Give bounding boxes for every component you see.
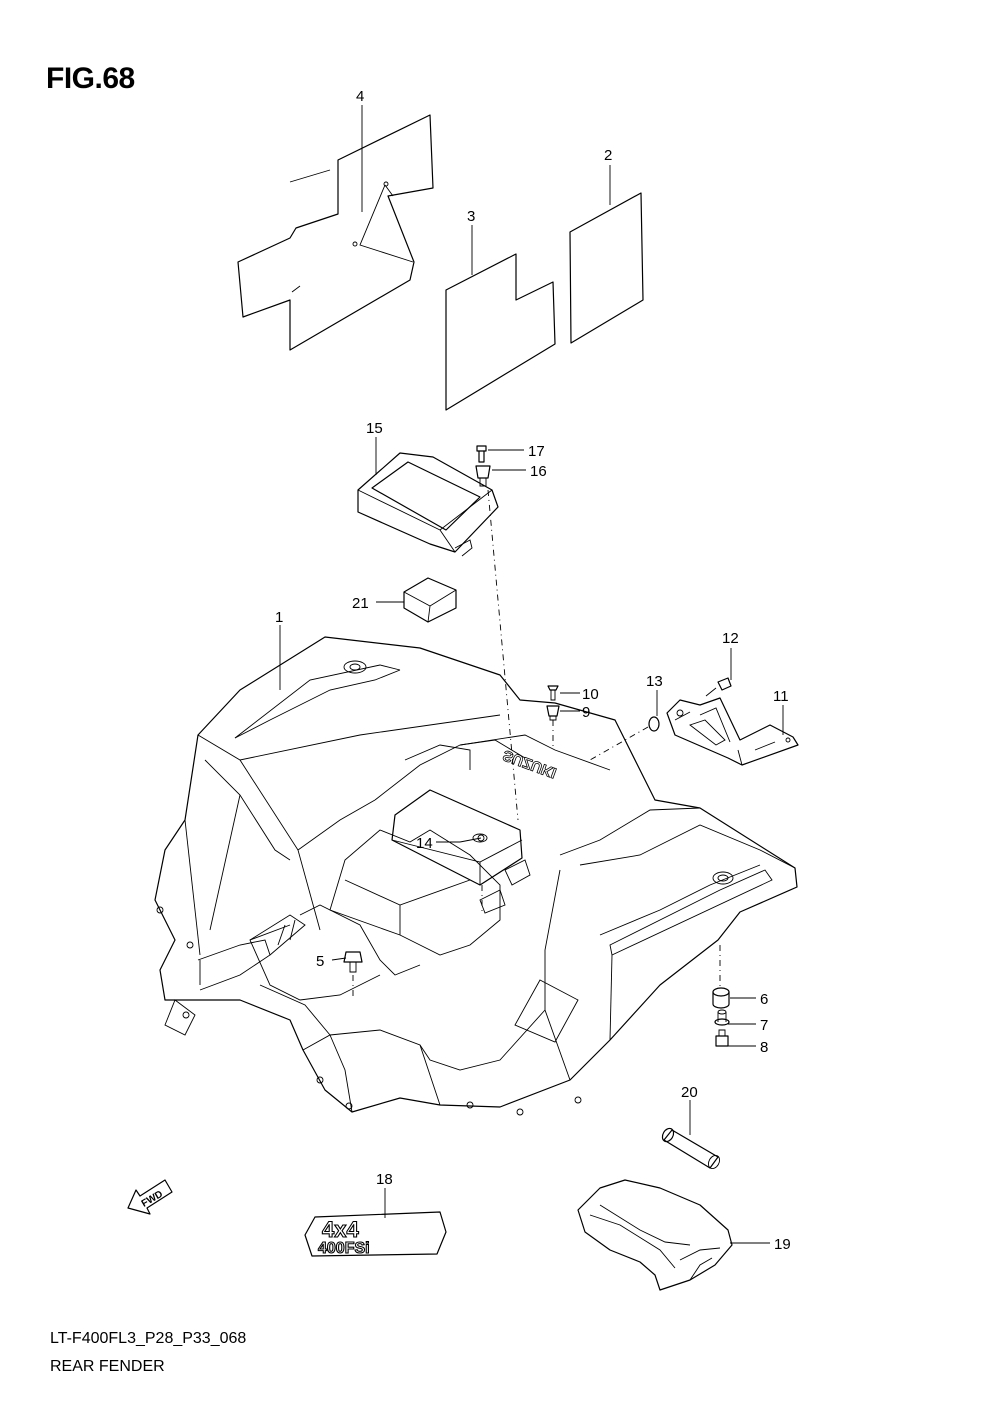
label-part-17: 17 (528, 443, 545, 460)
part-6-cushion (712, 987, 730, 1009)
part-10-screw (547, 685, 559, 701)
part-15-box-lid (357, 452, 499, 557)
part-12-screw (705, 677, 732, 697)
part-3-plate (445, 253, 556, 411)
label-part-10: 10 (582, 686, 599, 703)
label-part-14: 14 (416, 835, 433, 852)
part-18-4x4-decal: 4x4 400FSi (304, 1211, 447, 1258)
section-name: REAR FENDER (50, 1358, 165, 1375)
part-number-labels: 4 2 3 15 17 16 21 1 12 13 10 11 9 14 5 6… (275, 88, 791, 1253)
fender-brand-logo: SUZUKI (501, 746, 559, 781)
part-5-bolt (343, 951, 363, 973)
forward-direction-arrow: FWD (127, 1179, 173, 1215)
part-2-plate (569, 192, 644, 344)
part-4-side-cover-sheet (237, 114, 434, 351)
decal-4x4-top-text: 4x4 (322, 1217, 359, 1242)
label-part-8: 8 (760, 1039, 768, 1056)
label-part-4: 4 (356, 88, 364, 105)
part-17-screw (476, 445, 487, 463)
label-part-16: 16 (530, 463, 547, 480)
decal-4x4-bottom-text: 400FSi (318, 1240, 370, 1257)
part-1-rear-fender: SUZUKI (154, 636, 798, 1116)
part-11-bracket (666, 697, 799, 766)
label-part-7: 7 (760, 1017, 768, 1034)
model-code: LT-F400FL3_P28_P33_068 (50, 1330, 247, 1347)
part-14-fastener (477, 834, 485, 842)
part-16-grommet (475, 465, 491, 487)
label-part-18: 18 (376, 1171, 393, 1188)
leader-lines (279, 105, 784, 1244)
part-19-seat-cover (577, 1179, 733, 1291)
label-part-5: 5 (316, 953, 324, 970)
part-8-bolt (715, 1029, 729, 1047)
part-7-collar (714, 1009, 730, 1026)
part-20-tube (661, 1127, 721, 1170)
label-part-20: 20 (681, 1084, 698, 1101)
fwd-label: FWD (140, 1189, 165, 1210)
label-part-15: 15 (366, 420, 383, 437)
label-part-13: 13 (646, 673, 663, 690)
figure-title: FIG.68 (46, 62, 135, 95)
label-part-2: 2 (604, 147, 612, 164)
label-part-9: 9 (582, 704, 590, 721)
label-part-1: 1 (275, 609, 283, 626)
part-9-grommet (546, 705, 560, 721)
label-part-19: 19 (774, 1236, 791, 1253)
label-part-11: 11 (773, 688, 789, 705)
part-13-nut (648, 716, 660, 732)
label-part-12: 12 (722, 630, 739, 647)
part-21-foam-block (403, 577, 457, 623)
label-part-21: 21 (352, 595, 369, 612)
label-part-6: 6 (760, 991, 768, 1008)
label-part-3: 3 (467, 208, 475, 225)
